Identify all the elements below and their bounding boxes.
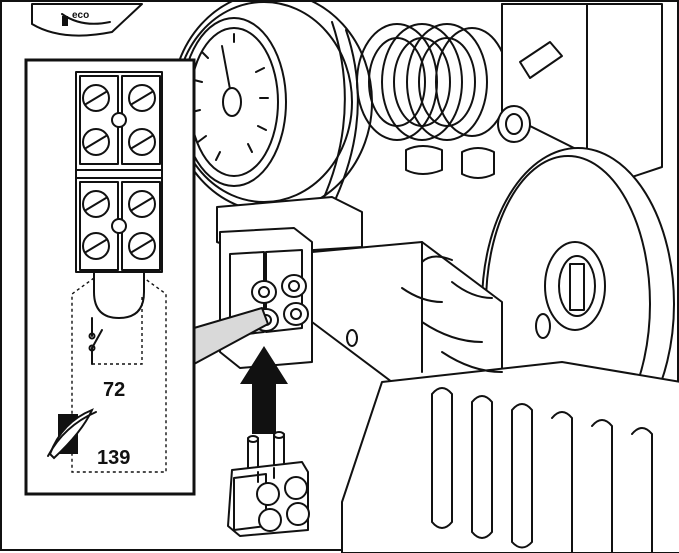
top-housing — [31, 3, 143, 37]
wiring-loop — [71, 271, 167, 473]
terminal-screw — [128, 232, 156, 260]
coil-pipe — [356, 23, 509, 141]
brand-fragment: eco — [72, 10, 90, 21]
sensor-label-139: 139 — [97, 447, 131, 469]
heat-exchanger — [341, 255, 679, 553]
board-connector-socket — [219, 227, 313, 369]
terminal-screw — [128, 84, 156, 112]
terminal-screw — [82, 84, 110, 112]
terminal-screw — [82, 232, 110, 260]
terminal-screw — [82, 128, 110, 156]
loose-plug — [227, 431, 310, 537]
switch-symbol — [88, 294, 143, 365]
terminal-screw — [128, 128, 156, 156]
pressure-gauge — [171, 2, 373, 213]
switch-label-72: 72 — [103, 379, 126, 401]
insert-arrow — [240, 346, 288, 434]
terminal-screw — [128, 190, 156, 218]
terminal-screw — [82, 190, 110, 218]
terminal-block — [75, 71, 163, 273]
pipe-flanges — [405, 145, 495, 179]
sensor-icon — [47, 408, 97, 460]
valve-bracket — [497, 3, 663, 178]
